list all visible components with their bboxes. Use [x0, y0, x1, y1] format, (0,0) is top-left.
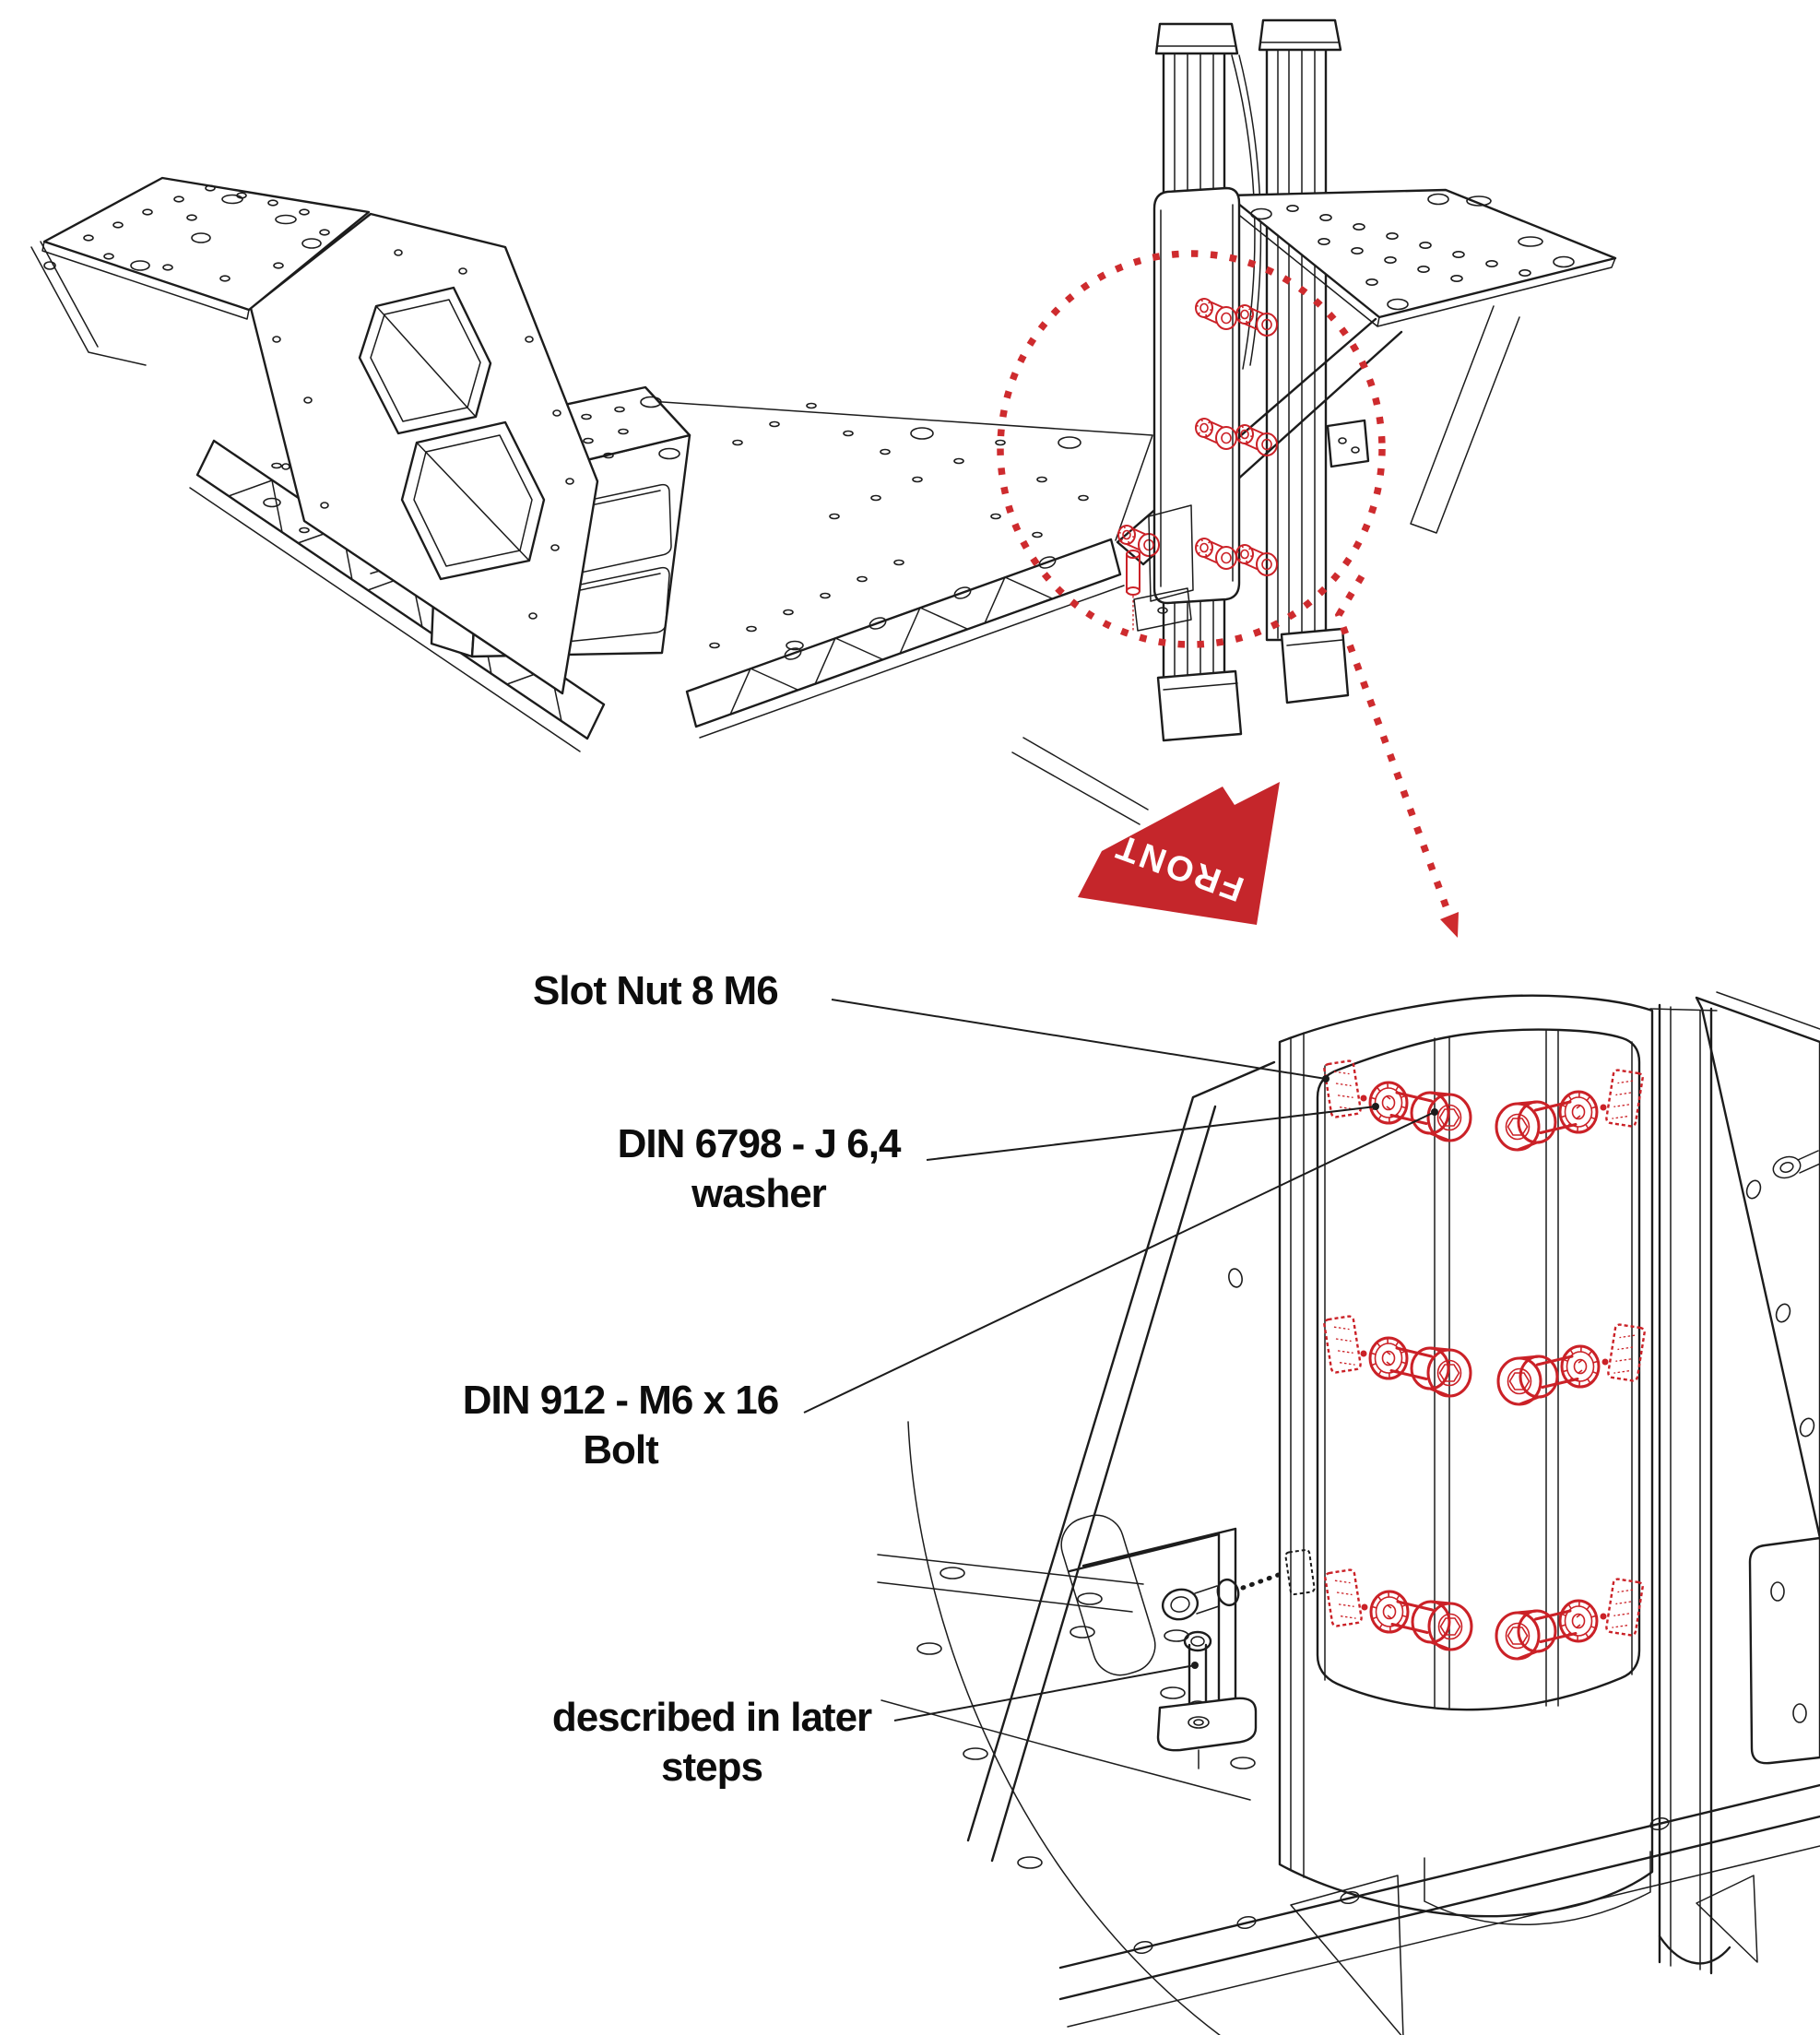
callout-bolt: DIN 912 - M6 x 16 Bolt	[436, 1376, 805, 1475]
detail-bottom-truss	[1058, 1783, 1820, 2035]
base-bracket-overview	[1133, 504, 1194, 632]
detail-boundary-arc	[907, 1421, 1221, 2035]
detail-right-plate	[1695, 991, 1820, 1765]
deck-plate	[370, 397, 1153, 574]
detail-leader-dotted-arrow	[1334, 574, 1459, 938]
callout-bolt-line2: Bolt	[583, 1427, 659, 1473]
detail-adapter-plate	[1316, 1028, 1641, 1711]
callout-bolt-line1: DIN 912 - M6 x 16	[462, 1378, 780, 1423]
left-wing	[30, 176, 599, 695]
callout-leader-lines	[803, 999, 1438, 1721]
highlight-dotted-circle	[997, 250, 1386, 648]
top-isometric-view: FRONT	[30, 18, 1617, 938]
callout-later-steps-line1: described in later	[551, 1695, 872, 1740]
adapter-plate	[1152, 186, 1241, 605]
highlighted-bolts-overview	[1117, 298, 1278, 632]
callout-slot-nut-text: Slot Nut 8 M6	[533, 968, 779, 1013]
detail-deck	[877, 1554, 1256, 1869]
front-arrow: FRONT	[1078, 782, 1280, 925]
right-wing	[1116, 188, 1617, 566]
detail-view	[877, 991, 1820, 2035]
front-arrow-icon	[1078, 782, 1280, 925]
highlighted-pin-overview	[1126, 550, 1140, 631]
detail-rear-rail	[1649, 1003, 1820, 1975]
callout-washer-line1: DIN 6798 - J 6,4	[617, 1121, 902, 1166]
right-truss-rail	[685, 538, 1149, 825]
callout-washer: DIN 6798 - J 6,4 washer	[574, 1119, 943, 1219]
detail-bracket-hardware	[1068, 1527, 1316, 1769]
callout-later-steps: described in later steps	[516, 1693, 907, 1792]
arrowhead-icon	[1440, 912, 1459, 938]
callout-later-steps-line2: steps	[661, 1745, 763, 1790]
callout-washer-line2: washer	[691, 1171, 827, 1216]
callout-slot-nut: Slot Nut 8 M6	[533, 966, 779, 1016]
